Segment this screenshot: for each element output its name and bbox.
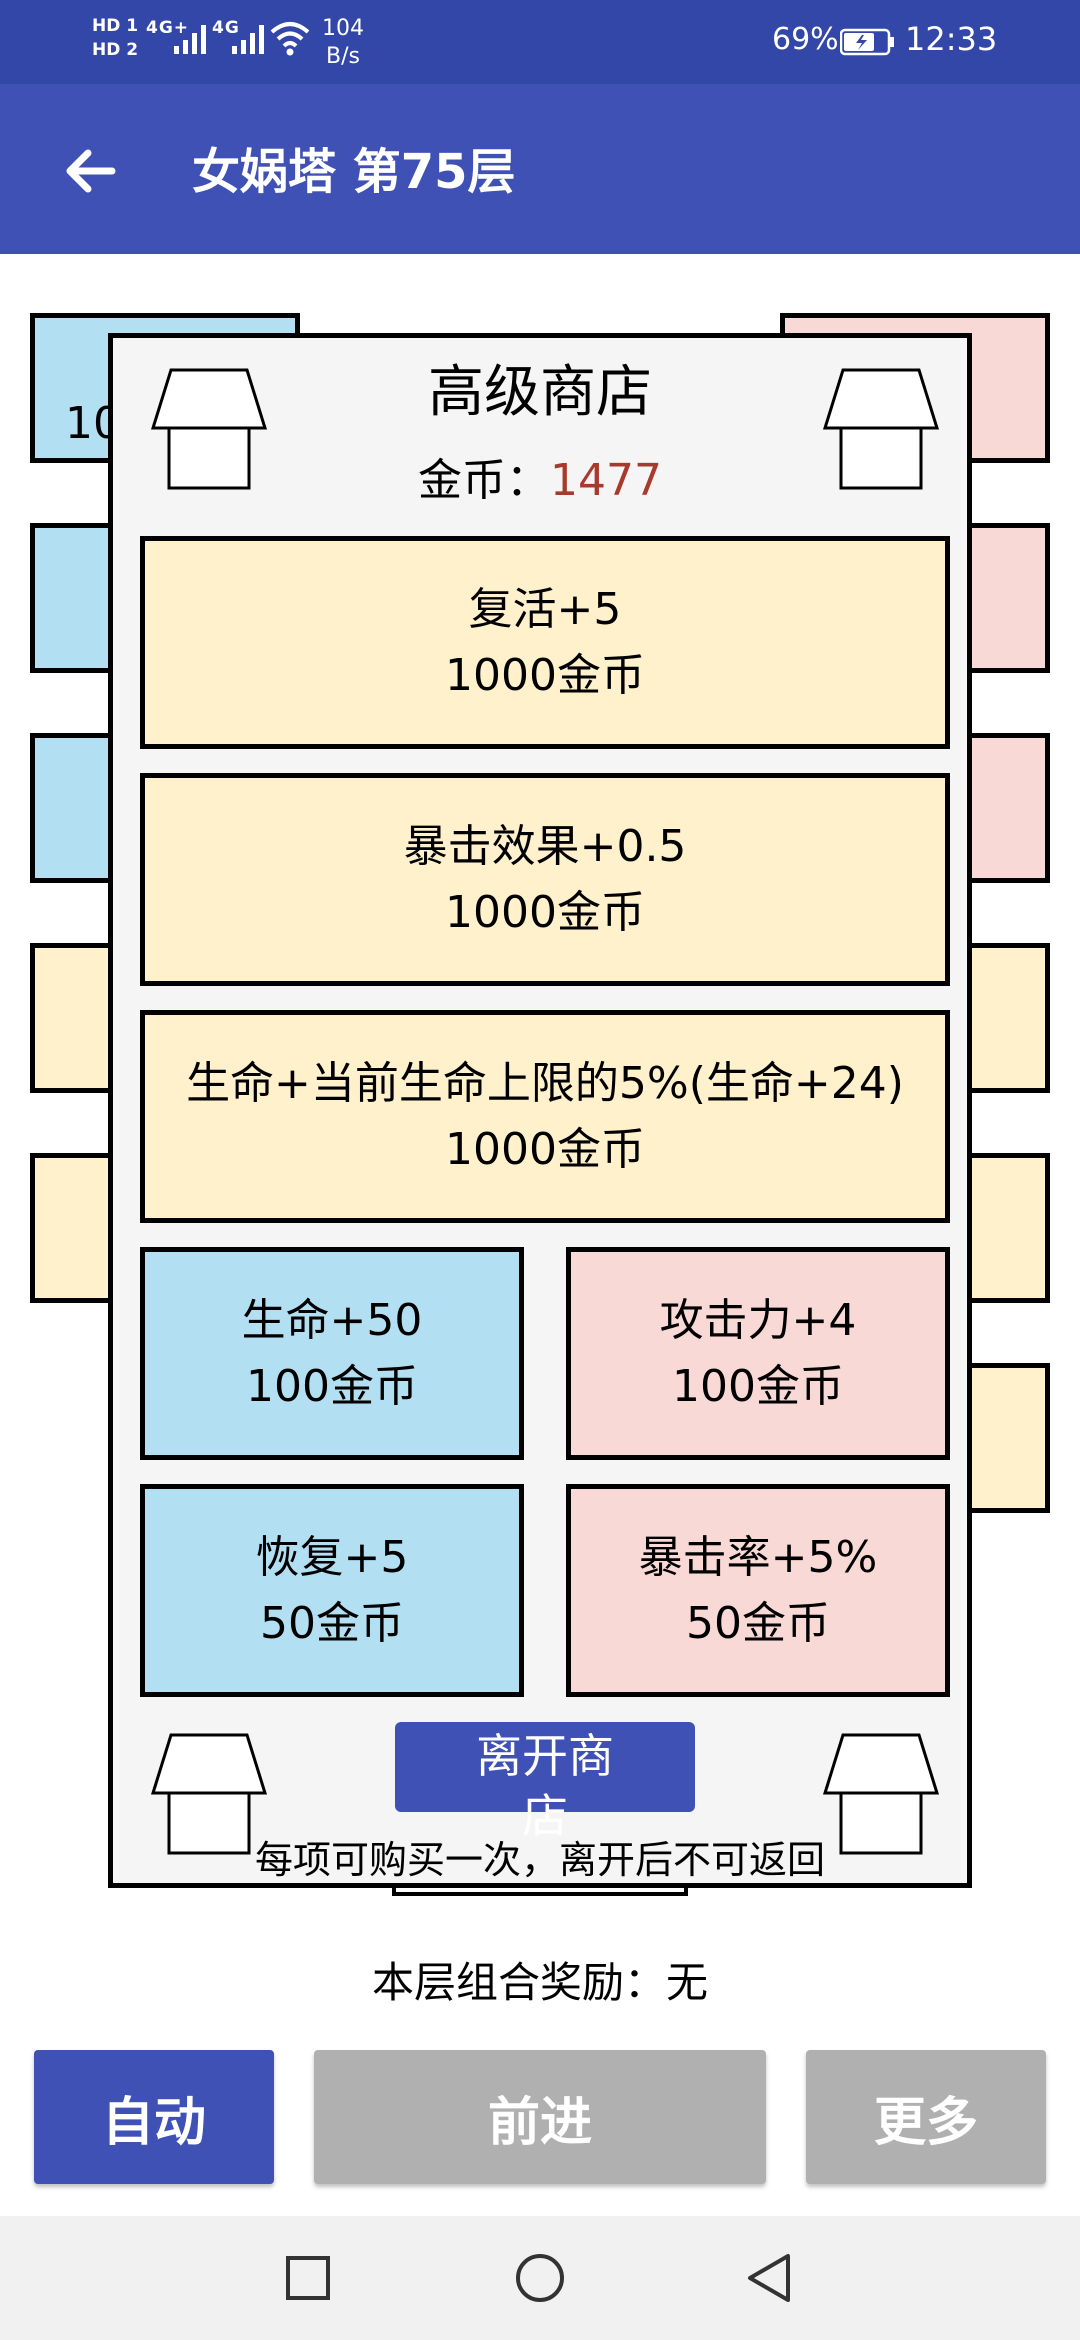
network-label-2: 4G (212, 18, 240, 38)
item-price: 1000金币 (445, 1123, 645, 1175)
coin-label: 金币： (418, 455, 550, 506)
clock: 12:33 (905, 20, 998, 58)
house-icon (822, 368, 940, 490)
more-button[interactable]: 更多 (806, 2050, 1046, 2184)
item-name: 暴击率+5% (638, 1531, 878, 1583)
item-name: 复活+5 (468, 583, 622, 635)
item-price: 1000金币 (445, 886, 645, 938)
speed-unit: B/s (326, 44, 360, 69)
item-name: 恢复+5 (255, 1531, 409, 1583)
speed-value: 104 (322, 16, 364, 41)
signal-icon-2 (232, 25, 264, 54)
bg-tile-yellow-5[interactable] (960, 1363, 1050, 1513)
forward-button[interactable]: 前进 (314, 2050, 766, 2184)
item-price: 50金币 (686, 1597, 830, 1649)
leave-label-line1: 离开商 (476, 1729, 614, 1783)
house-icon (822, 1733, 940, 1855)
network-label-1: 4G+ (146, 18, 190, 38)
bg-tile-pink-3[interactable] (960, 733, 1050, 883)
bg-tile-yellow-2[interactable] (30, 1153, 120, 1303)
app-bar: 女娲塔 第75层 (0, 84, 1080, 254)
shop-note: 每项可购买一次，离开后不可返回 (254, 1838, 825, 1882)
combo-reward: 本层组合奖励：无 (371, 1958, 708, 2007)
hd-indicator: HD 1 HD 2 (92, 14, 138, 62)
item-name: 暴击效果+0.5 (403, 820, 687, 872)
house-icon (150, 368, 268, 490)
item-price: 1000金币 (445, 649, 645, 701)
item-price: 100金币 (672, 1360, 844, 1412)
leave-shop-button[interactable]: 离开商 店 (395, 1722, 695, 1843)
shop-item-regen[interactable]: 恢复+5 50金币 (140, 1484, 524, 1697)
arrow-left-icon[interactable] (58, 139, 122, 203)
shop-item-crit-effect[interactable]: 暴击效果+0.5 1000金币 (140, 773, 950, 986)
item-price: 50金币 (260, 1597, 404, 1649)
bg-tile-blue-2[interactable] (30, 523, 120, 673)
shop-item-crit-rate[interactable]: 暴击率+5% 50金币 (566, 1484, 950, 1697)
shop-title: 高级商店 (428, 360, 652, 425)
wifi-icon (270, 22, 310, 56)
network-speed: 104 B/s (322, 15, 364, 71)
shop-dialog: 高级商店 金币：1477 复活+5 1000金币 暴击效果+0.5 1000金币… (108, 333, 972, 1888)
system-nav-bar (0, 2216, 1080, 2340)
bg-tile-blue-3[interactable] (30, 733, 120, 883)
coin-value: 1477 (550, 455, 662, 506)
bg-tile-pink-2[interactable] (960, 523, 1050, 673)
back-nav-icon[interactable] (742, 2250, 798, 2306)
page-title: 女娲塔 第75层 (192, 144, 516, 200)
item-name: 生命+50 (241, 1294, 423, 1346)
shop-item-attack[interactable]: 攻击力+4 100金币 (566, 1247, 950, 1460)
leave-label-line2: 店 (522, 1789, 568, 1843)
recents-icon[interactable] (280, 2250, 336, 2306)
bg-tile-yellow-3[interactable] (960, 943, 1050, 1093)
bg-tile-yellow-1[interactable] (30, 943, 120, 1093)
bg-tile-yellow-4[interactable] (960, 1153, 1050, 1303)
coin-balance: 金币：1477 (113, 453, 967, 509)
shop-item-max-hp[interactable]: 生命+当前生命上限的5%(生命+24) 1000金币 (140, 1010, 950, 1223)
item-name: 生命+当前生命上限的5%(生命+24) (186, 1057, 904, 1109)
signal-icon (174, 25, 206, 54)
battery-percent: 69% (772, 22, 839, 57)
house-icon (150, 1733, 268, 1855)
item-price: 100金币 (246, 1360, 418, 1412)
status-bar: HD 1 HD 2 4G+ 4G 104 B/s 69% 12:33 (0, 0, 1080, 84)
battery-icon (840, 28, 894, 56)
auto-button[interactable]: 自动 (34, 2050, 274, 2184)
home-icon[interactable] (512, 2250, 568, 2306)
hd1-label: HD 1 (92, 16, 139, 36)
shop-item-hp[interactable]: 生命+50 100金币 (140, 1247, 524, 1460)
hd2-label: HD 2 (92, 40, 139, 60)
shop-item-revive[interactable]: 复活+5 1000金币 (140, 536, 950, 749)
item-name: 攻击力+4 (659, 1294, 857, 1346)
